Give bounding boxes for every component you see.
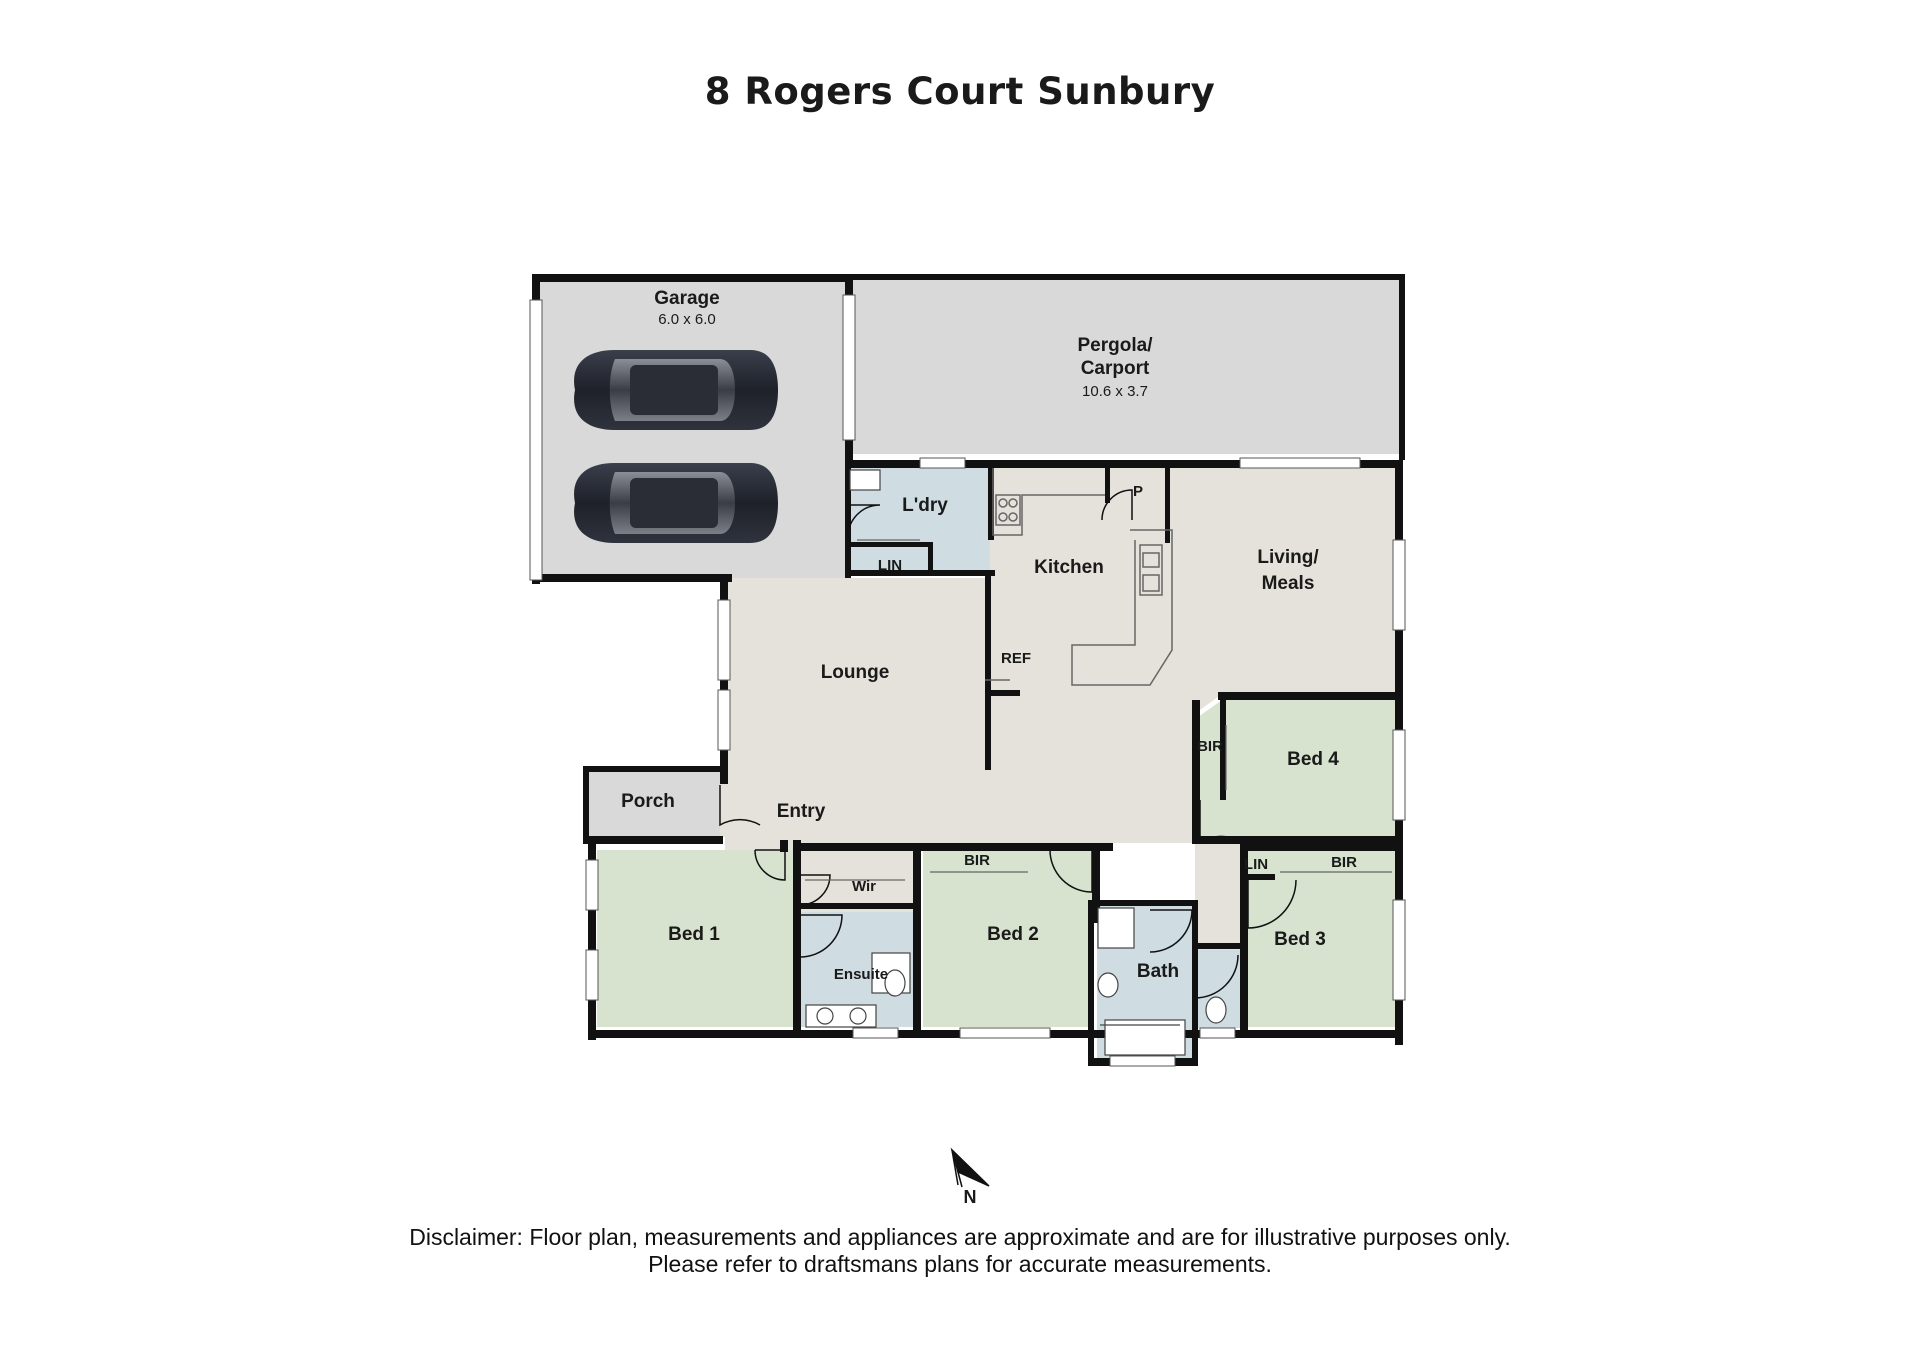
bed3-bir-label: BIR [1331, 854, 1357, 871]
pergola-floor [849, 280, 1401, 454]
bed2-bir-label: BIR [964, 852, 990, 869]
property-title: 8 Rogers Court Sunbury [704, 70, 1216, 113]
laundry-label: L'dry [902, 495, 948, 516]
living-label-line1: Living/ [1257, 547, 1319, 568]
living-label-line2: Meals [1262, 573, 1315, 594]
pantry-label: P [1133, 483, 1143, 500]
pergola-label-line1: Pergola/ [1078, 335, 1154, 356]
bed4-bir-label: BIR [1197, 738, 1223, 755]
lounge-label: Lounge [821, 662, 890, 683]
fixtures [805, 469, 1227, 1056]
door-swings [719, 489, 1297, 999]
wir-floor [797, 850, 917, 912]
living-area-floor [720, 465, 1395, 1023]
bath-label: Bath [1137, 961, 1179, 982]
bed3-label: Bed 3 [1274, 929, 1326, 950]
car-icon [574, 350, 778, 430]
bed1-label: Bed 1 [668, 924, 720, 945]
garage-label: Garage [654, 288, 719, 309]
kitchen-label: Kitchen [1034, 557, 1104, 578]
north-label: N [964, 1187, 977, 1207]
fridge-label: REF [1001, 650, 1031, 667]
kitchen-bench [985, 468, 1173, 686]
garage-dims: 6.0 x 6.0 [658, 311, 716, 328]
entry-label: Entry [777, 801, 826, 822]
pergola-dims: 10.6 x 3.7 [1082, 383, 1148, 400]
north-arrow-icon [950, 1147, 990, 1188]
ensuite-label: Ensuite [834, 966, 888, 983]
bed4-label: Bed 4 [1287, 749, 1339, 770]
porch-label: Porch [621, 791, 675, 812]
disclaimer-line1: Disclaimer: Floor plan, measurements and… [409, 1224, 1511, 1250]
bed4-floor [1198, 700, 1395, 840]
disclaimer-line2: Please refer to draftsmans plans for acc… [648, 1251, 1272, 1277]
hall-linen-label: LIN [1244, 856, 1268, 873]
laundry-linen-label: LIN [878, 557, 902, 574]
pergola-label-line2: Carport [1081, 358, 1150, 379]
porch-floor [587, 772, 720, 836]
car-icon [574, 463, 778, 543]
robe-lines [805, 539, 1392, 881]
bed2-floor [923, 850, 1094, 1027]
bed1-floor [597, 850, 797, 1027]
windows [529, 294, 1406, 1067]
bed2-label: Bed 2 [987, 924, 1039, 945]
disclaimer: Disclaimer: Floor plan, measurements and… [0, 1224, 1920, 1278]
wir-label: Wir [852, 878, 876, 895]
